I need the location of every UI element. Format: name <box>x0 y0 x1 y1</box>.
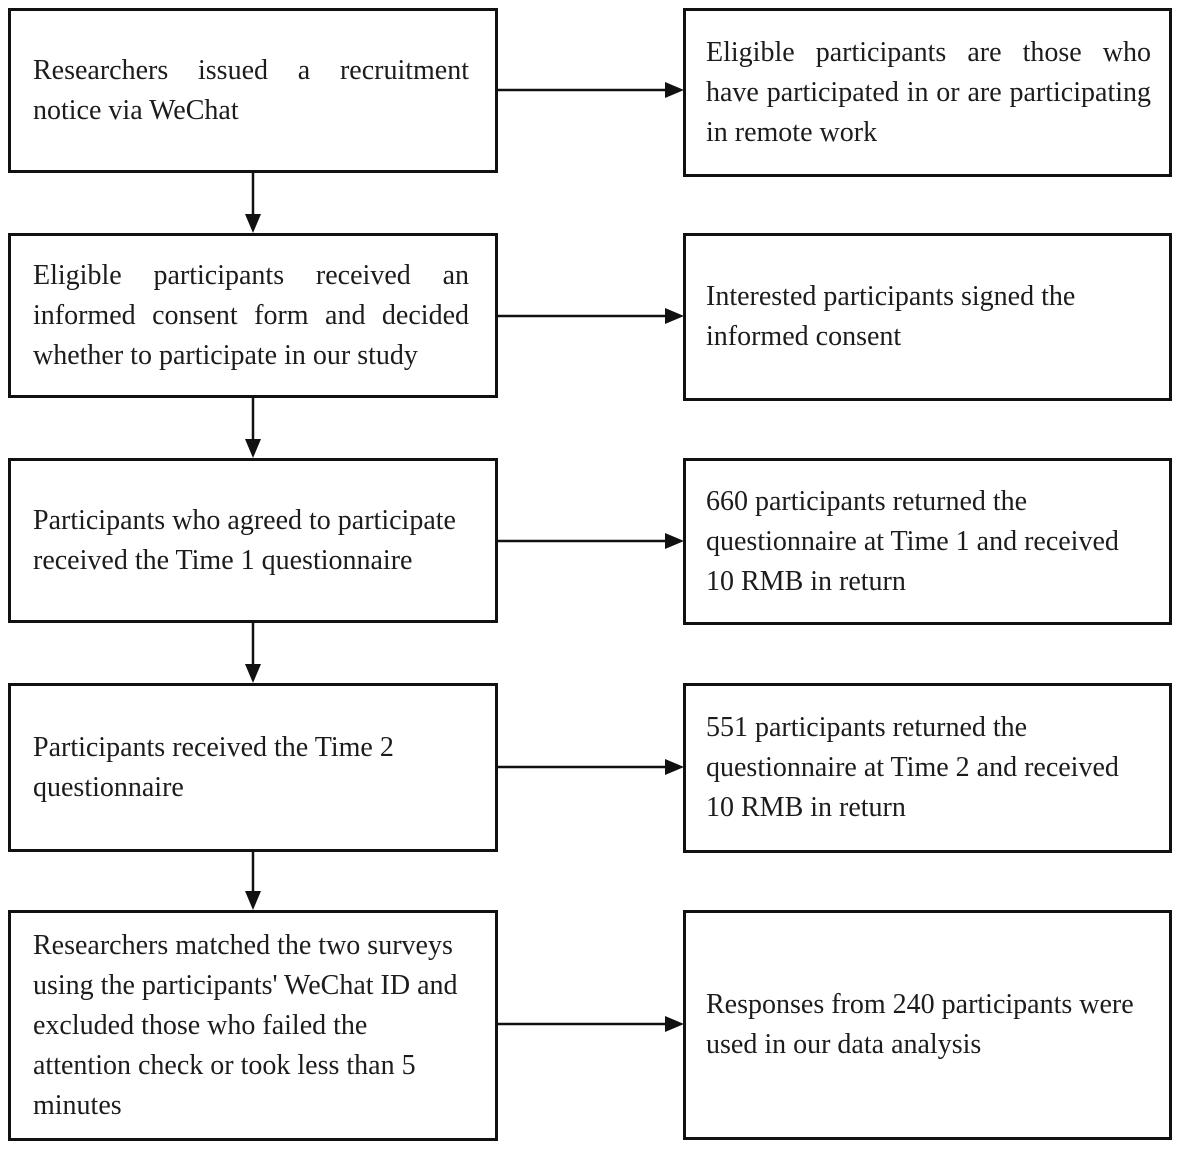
box-eligibility-criteria: Eligible participants are those who have… <box>683 8 1172 177</box>
down-arrow-4 <box>245 852 261 910</box>
box-signed-consent: Interested participants signed the infor… <box>683 233 1172 401</box>
box-matching-exclusion: Researchers matched the two surveys usin… <box>8 910 498 1141</box>
box-text-line: in remote work <box>706 116 878 148</box>
box-text-line: Eligible participants are those who <box>706 36 1151 68</box>
box-recruitment-notice: Researchers issued a recruitment notice … <box>8 8 498 173</box>
box-text-line: Researchers matched the two surveys <box>33 929 453 961</box>
right-arrow-row3 <box>498 533 684 549</box>
box-text-line: received the Time 1 questionnaire <box>33 544 413 576</box>
box-text-line: 551 participants returned the <box>706 712 1028 743</box>
right-arrow-row4 <box>498 759 684 775</box>
box-text-line: 10 RMB in return <box>706 792 906 823</box>
box-time1-returns: 660 participants returned the questionna… <box>683 458 1172 625</box>
down-arrow-3 <box>245 623 261 683</box>
box-text-line: Responses from 240 participants were <box>706 989 1134 1020</box>
box-text-line: Participants who agreed to participate <box>33 504 456 536</box>
box-text-line: used in our data analysis <box>706 1029 982 1060</box>
down-arrow-2 <box>245 398 261 458</box>
box-text-line: Researchers issued a recruitment <box>33 54 469 86</box>
box-text-line: whether to participate in our study <box>33 339 418 371</box>
box-text-line: informed consent <box>706 321 902 352</box>
down-arrow-1 <box>245 173 261 233</box>
box-informed-consent-form: Eligible participants received an inform… <box>8 233 498 398</box>
box-text-line: Interested participants signed the <box>706 281 1076 312</box>
box-text-line: using the participants' WeChat ID and <box>33 969 458 1001</box>
right-arrow-row2 <box>498 308 684 324</box>
right-arrow-row5 <box>498 1016 684 1032</box>
box-text-line: 10 RMB in return <box>706 565 906 597</box>
box-text-line: minutes <box>33 1089 122 1121</box>
box-text-line: Participants received the Time 2 <box>33 731 394 763</box>
box-time2-returns: 551 participants returned the questionna… <box>683 683 1172 853</box>
box-text-line: informed consent form and decided <box>33 299 469 331</box>
right-arrow-row1 <box>498 82 684 98</box>
box-time1-questionnaire: Participants who agreed to participate r… <box>8 458 498 623</box>
box-text-line: Eligible participants received an <box>33 259 469 291</box>
box-text-line: questionnaire at Time 1 and received <box>706 525 1119 557</box>
box-text-line: questionnaire at Time 2 and received <box>706 752 1119 783</box>
box-final-sample: Responses from 240 participants were use… <box>683 910 1172 1140</box>
box-time2-questionnaire: Participants received the Time 2 questio… <box>8 683 498 852</box>
box-text-line: notice via WeChat <box>33 94 239 126</box>
box-text-line: 660 participants returned the <box>706 485 1028 517</box>
box-text-line: attention check or took less than 5 <box>33 1049 416 1081</box>
box-text-line: have participated in or are participatin… <box>706 76 1151 108</box>
box-text-line: excluded those who failed the <box>33 1009 368 1041</box>
box-text-line: questionnaire <box>33 771 184 803</box>
